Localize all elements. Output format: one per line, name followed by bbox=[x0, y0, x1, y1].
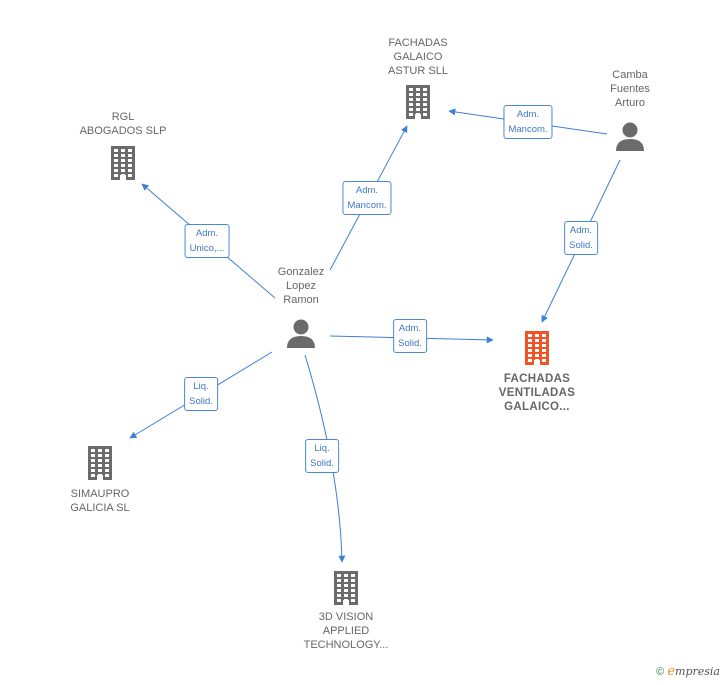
building-icon[interactable] bbox=[334, 571, 358, 605]
node-label-gonzalez[interactable]: Gonzalez Lopez Ramon bbox=[277, 266, 325, 306]
building-icon[interactable] bbox=[525, 331, 549, 365]
edge-label[interactable]: Liq. Solid. bbox=[305, 439, 339, 473]
edge-label[interactable]: Liq. Solid. bbox=[184, 377, 218, 411]
edge-label[interactable]: Adm. Mancom. bbox=[342, 181, 392, 215]
edge-label[interactable]: Adm. Unico,... bbox=[184, 224, 230, 258]
node-label-fachadas_galaico_astur[interactable]: FACHADAS GALAICO ASTUR SLL bbox=[388, 37, 448, 77]
edge-label[interactable]: Adm. Solid. bbox=[564, 221, 598, 255]
node-label-fachadas_ventiladas[interactable]: FACHADAS VENTILADAS GALAICO... bbox=[498, 373, 576, 413]
node-label-3dvision[interactable]: 3D VISION APPLIED TECHNOLOGY... bbox=[303, 611, 389, 651]
building-icon[interactable] bbox=[111, 146, 135, 180]
footer-brand: © empresia bbox=[656, 664, 720, 679]
building-icon[interactable] bbox=[406, 85, 430, 119]
person-icon[interactable] bbox=[616, 122, 644, 152]
empresia-logo: empresia bbox=[667, 664, 720, 679]
node-label-rgl[interactable]: RGL ABOGADOS SLP bbox=[79, 111, 167, 137]
node-label-simaupro[interactable]: SIMAUPRO GALICIA SL bbox=[70, 488, 130, 514]
node-label-camba[interactable]: Camba Fuentes Arturo bbox=[610, 69, 650, 109]
person-icon[interactable] bbox=[287, 319, 315, 349]
building-icon[interactable] bbox=[88, 446, 112, 480]
copyright-symbol: © bbox=[656, 666, 665, 678]
edge-label[interactable]: Adm. Solid. bbox=[393, 319, 427, 353]
edge-label[interactable]: Adm. Mancom. bbox=[503, 105, 553, 139]
